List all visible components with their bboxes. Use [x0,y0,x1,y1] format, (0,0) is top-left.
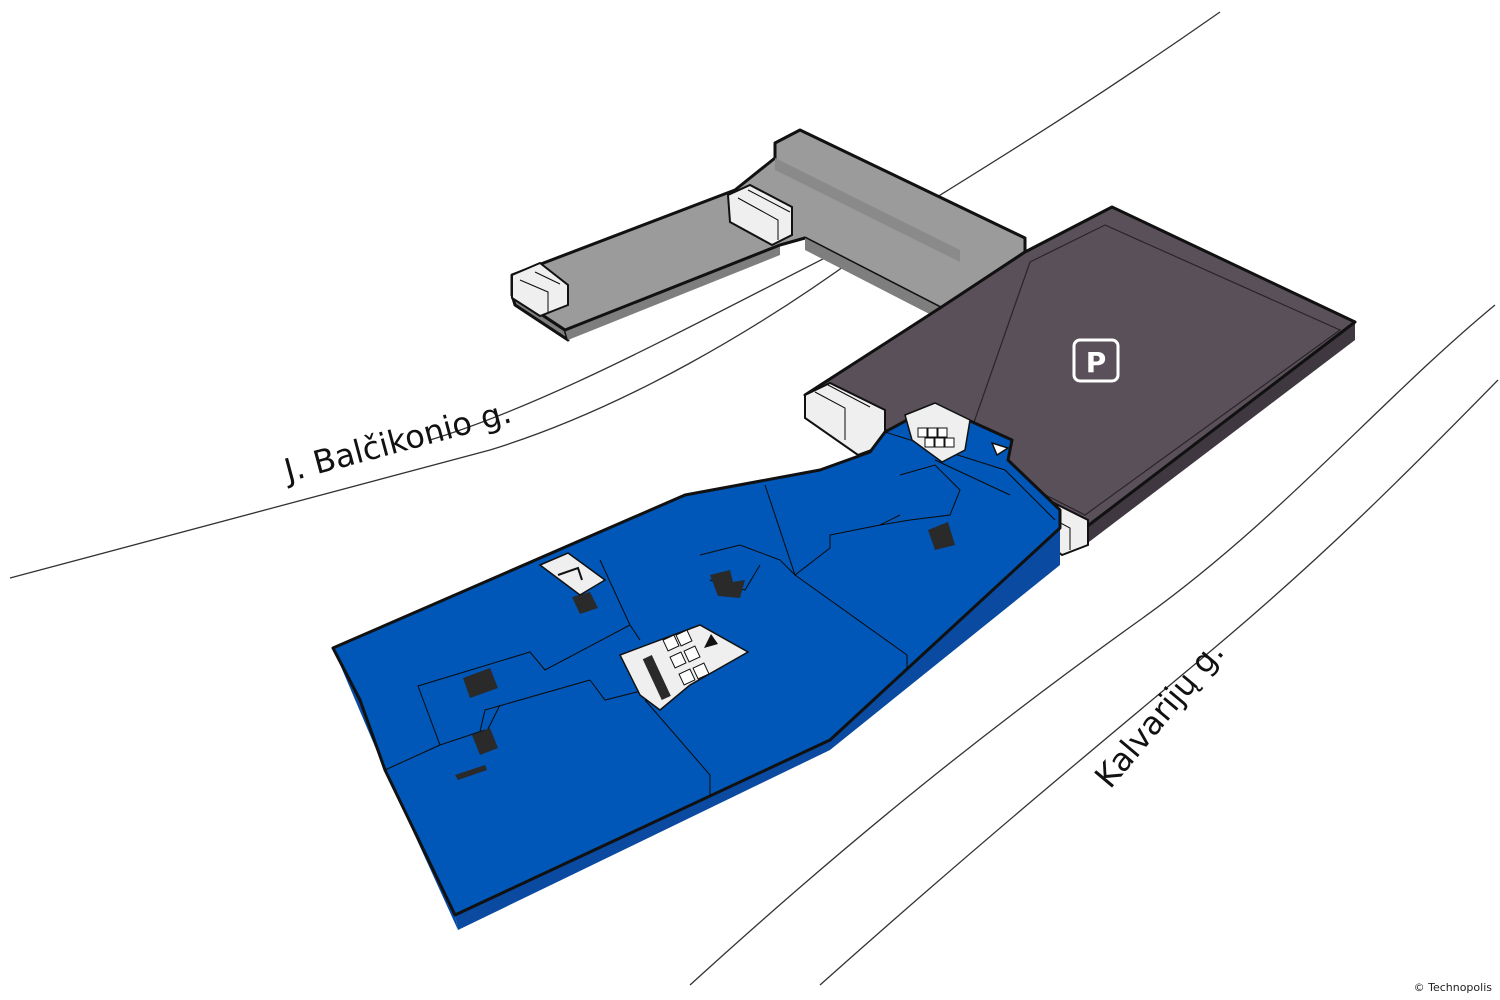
central-core [618,624,750,711]
north-entrance-arrow-icon [990,441,1010,457]
road-east-lower-edge [819,379,1499,986]
active-floor [331,402,1062,930]
parking-symbol: P [1086,346,1107,379]
street-label-east: Kalvarijų g. [1087,633,1231,795]
parking-icon: P [1072,338,1120,383]
west-stair-core [538,552,607,596]
active-floor-side-east [830,528,1060,750]
elevator-icon [662,629,710,686]
entrance-arrow-icon [704,634,718,648]
active-floor-side-south [455,740,830,930]
adjacent-building-side-3 [805,238,945,322]
stair-core-west [511,261,569,318]
shafts [455,522,955,780]
north-core [904,402,1010,463]
stair-core-middle [726,183,793,247]
parking-lot-side [1085,322,1355,545]
copyright-notice: © Technopolis [1413,981,1492,994]
adjacent-building-side-2 [565,245,780,340]
street-label-north: J. Balčikonio g. [278,393,515,491]
road-north-lower-edge [9,239,881,579]
road-east-upper-edge [689,304,1496,986]
adjacent-building-side-4 [775,158,960,262]
